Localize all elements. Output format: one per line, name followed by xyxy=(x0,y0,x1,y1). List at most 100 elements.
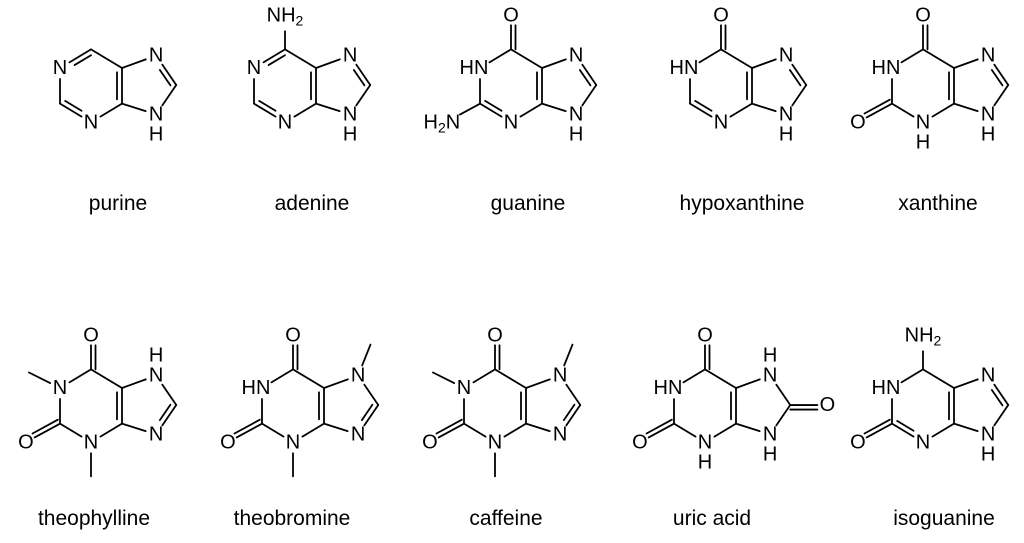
bond xyxy=(931,422,955,438)
bond-substituent xyxy=(865,102,893,119)
bond xyxy=(713,422,737,438)
atom-O: O xyxy=(220,431,236,453)
atom-N: N xyxy=(981,365,995,387)
bond xyxy=(315,102,341,113)
atom-N: N xyxy=(569,45,583,67)
atom-N: N xyxy=(149,104,163,126)
bond-double xyxy=(578,69,592,87)
bond xyxy=(673,422,697,438)
bond xyxy=(121,102,147,113)
atom-O: O xyxy=(915,4,931,26)
atom-N: N xyxy=(84,111,98,133)
atom-N: N xyxy=(278,111,292,133)
bond xyxy=(900,48,924,64)
bond-substituent-double xyxy=(233,418,261,435)
bond xyxy=(99,102,123,118)
molecule-name: theobromine xyxy=(234,507,351,530)
bond-double xyxy=(360,403,374,422)
bond xyxy=(775,383,792,406)
atom-O: O xyxy=(487,324,503,346)
molecule-name: theophylline xyxy=(38,507,150,530)
bond xyxy=(68,368,92,384)
bond xyxy=(751,58,777,69)
atom-O: O xyxy=(713,4,729,26)
molecule-name: adenine xyxy=(275,192,350,215)
bond-substituent-double xyxy=(645,418,673,435)
atom-H: H xyxy=(981,444,995,466)
atom-O: O xyxy=(697,324,713,346)
bond-substituent-double xyxy=(863,418,891,435)
atom-H: H xyxy=(981,124,995,146)
bond xyxy=(519,102,543,118)
bond-substituent-double xyxy=(31,418,59,435)
atom-HN: HN xyxy=(670,57,699,79)
bond-substituent xyxy=(28,371,52,384)
bond-double xyxy=(158,403,172,422)
bond xyxy=(993,63,1010,86)
bond xyxy=(565,383,582,406)
bond xyxy=(953,102,979,113)
atom-HN: HN xyxy=(872,377,901,399)
atom-O: O xyxy=(83,324,99,346)
bond xyxy=(993,404,1010,427)
molecule-name: isoguanine xyxy=(893,507,995,530)
bond xyxy=(541,58,567,69)
atom-N: N xyxy=(779,104,793,126)
bond xyxy=(59,102,83,118)
bond-double xyxy=(64,100,83,112)
atom-N: N xyxy=(714,111,728,133)
bond xyxy=(993,84,1010,107)
atom-N: N xyxy=(149,365,163,387)
atom-N: N xyxy=(569,104,583,126)
bond-substituent xyxy=(647,422,675,439)
atom-N: N xyxy=(247,57,261,79)
bond xyxy=(161,84,178,107)
atom-H: H xyxy=(698,451,712,473)
atom-H: H xyxy=(343,124,357,146)
bond xyxy=(953,378,979,389)
molecule-name: xanthine xyxy=(898,192,977,215)
bond xyxy=(682,368,706,384)
bond xyxy=(525,378,551,389)
bond xyxy=(993,383,1010,406)
bond xyxy=(720,48,753,69)
bond-double xyxy=(694,100,713,112)
bond xyxy=(581,84,598,107)
bond xyxy=(479,102,503,118)
bond xyxy=(494,368,527,389)
bond xyxy=(791,84,808,107)
bond xyxy=(729,102,753,118)
bond xyxy=(323,378,349,389)
bond-substituent-double xyxy=(435,418,463,435)
bond-double xyxy=(990,389,1004,407)
bond xyxy=(922,48,955,69)
atom-HN: HN xyxy=(872,57,901,79)
molecule-name: caffeine xyxy=(469,507,542,530)
bond xyxy=(931,102,955,118)
bond xyxy=(900,368,924,384)
bond xyxy=(565,404,582,427)
atom-H: H xyxy=(569,124,583,146)
atom-N: N xyxy=(916,111,930,133)
atom-N: N xyxy=(779,45,793,67)
molecule-name: hypoxanthine xyxy=(680,192,805,215)
bond xyxy=(953,58,979,69)
atom-N: N xyxy=(553,424,567,446)
atom-N: N xyxy=(286,431,300,453)
bond xyxy=(953,422,979,433)
atom-N: N xyxy=(84,431,98,453)
bond xyxy=(261,422,285,438)
atom-N: N xyxy=(698,431,712,453)
bond xyxy=(363,383,380,406)
atom-O: O xyxy=(850,111,866,133)
atom-N: N xyxy=(553,365,567,387)
bond-substituent xyxy=(459,102,481,116)
bond xyxy=(293,102,317,118)
atom-N: N xyxy=(343,45,357,67)
